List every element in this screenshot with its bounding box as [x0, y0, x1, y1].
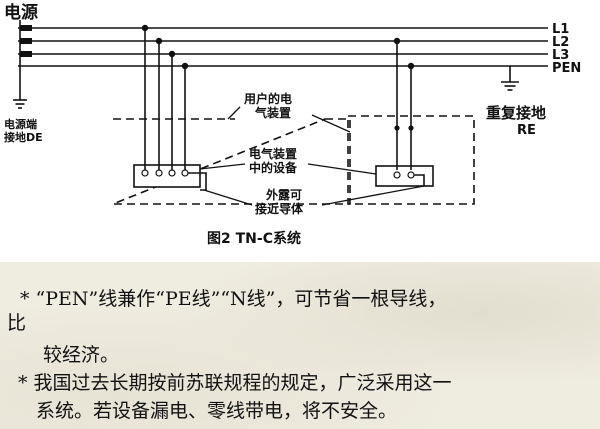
right-installation-boundary	[347, 115, 475, 205]
device-label-1: 电气装置	[249, 146, 297, 161]
note-1-line-2: 比	[7, 312, 27, 334]
device-label-2: 中的设备	[249, 160, 298, 175]
diagram-caption: 图2 TN-C系统	[207, 230, 301, 247]
callout-leader-lines	[199, 106, 425, 206]
source-ground-label-1: 电源端	[4, 117, 37, 131]
right-pen-to-enclosure	[414, 174, 425, 186]
right-device-box	[375, 165, 434, 187]
right-junction-dots	[393, 37, 415, 131]
repeat-ground-code: RE	[517, 123, 536, 138]
tn-c-diagram: 电源 L1 L2 L3 PEN 电源端 接地DE	[4, 2, 581, 247]
left-junction-dots	[141, 24, 189, 70]
explanation-panel: * “PEN”线兼作“PE线”“N线”，可节省一根导线， 比 较经济。 * 我国…	[0, 262, 600, 429]
note-1-line-3: 较经济。	[43, 344, 120, 366]
exposed-conductor-label-1: 外露可	[266, 187, 302, 202]
repeat-ground-icon	[501, 81, 519, 91]
source-ground-icon	[13, 99, 27, 109]
note-2-line-1: * 我国过去长期按前苏联规程的规定，广泛采用这一	[18, 372, 452, 394]
label-pen: PEN	[552, 61, 581, 76]
exposed-conductor-label-2: 接近导体	[255, 201, 304, 216]
repeat-ground-label: 重复接地	[486, 104, 546, 122]
label-l1: L1	[552, 22, 569, 37]
label-l2: L2	[552, 35, 569, 50]
tn-c-diagram-panel: 电源 L1 L2 L3 PEN 电源端 接地DE	[4, 2, 582, 247]
note-1-line-1: * “PEN”线兼作“PE线”“N线”，可节省一根导线，	[20, 288, 447, 310]
source-ground-label-2: 接地DE	[4, 130, 43, 144]
user-equipment-label-1: 用户的电	[243, 91, 292, 106]
user-equipment-label-2: 气装置	[254, 105, 291, 120]
note-2-line-2: 系统。若设备漏电、零线带电，将不安全。	[36, 400, 398, 422]
left-installation-boundary	[112, 118, 351, 205]
left-pen-to-enclosure	[188, 172, 207, 191]
left-device-terminals	[141, 169, 189, 177]
right-device-terminals	[393, 171, 415, 179]
source-label: 电源	[4, 2, 38, 23]
label-l3: L3	[552, 48, 569, 63]
